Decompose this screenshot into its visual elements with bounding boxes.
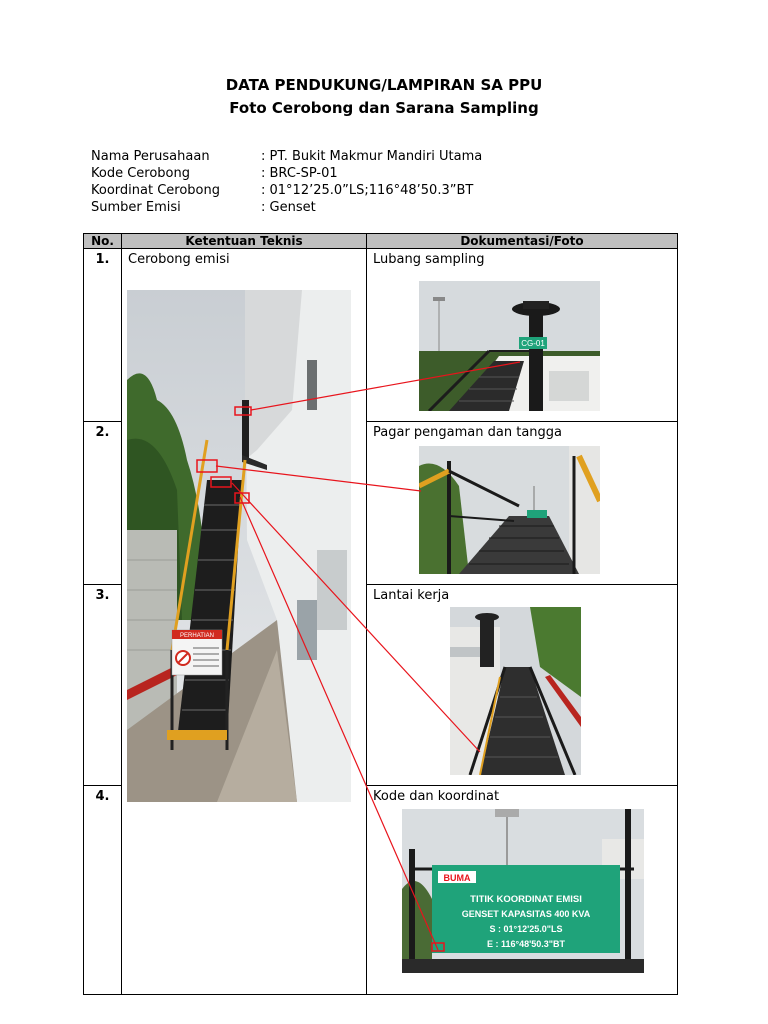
foto-label: Lantai kerja bbox=[373, 588, 450, 603]
chimney-code-tag: CG-01 bbox=[521, 339, 545, 348]
row-number: 1. bbox=[83, 248, 122, 422]
info-block: Nama Perusahaan : PT. Bukit Makmur Mandi… bbox=[91, 148, 482, 216]
warning-sign-title: PERHATIAN bbox=[180, 633, 214, 639]
coordinate-sign-photo: BUMA TITIK KOORDINAT EMISI GENSET KAPASI… bbox=[402, 809, 644, 973]
info-row-source: Sumber Emisi : Genset bbox=[91, 199, 482, 216]
info-value: : BRC-SP-01 bbox=[261, 166, 338, 181]
sign-line-2: GENSET KAPASITAS 400 KVA bbox=[462, 909, 591, 919]
foto-label: Lubang sampling bbox=[373, 252, 485, 267]
info-value: : PT. Bukit Makmur Mandiri Utama bbox=[261, 149, 483, 164]
sign-brand: BUMA bbox=[444, 873, 471, 883]
header-teknis: Ketentuan Teknis bbox=[121, 233, 367, 249]
info-value: : Genset bbox=[261, 200, 316, 215]
info-value: : 01°12’25.0”LS;116°48’50.3”BT bbox=[261, 183, 474, 198]
railing-photo bbox=[419, 446, 600, 574]
info-key: Sumber Emisi bbox=[91, 200, 181, 215]
document-title: DATA PENDUKUNG/LAMPIRAN SA PPU bbox=[225, 76, 543, 94]
teknis-label: Cerobong emisi bbox=[128, 252, 230, 267]
info-row-code: Kode Cerobong : BRC-SP-01 bbox=[91, 165, 482, 182]
row-number: 3. bbox=[83, 584, 122, 786]
info-key: Nama Perusahaan bbox=[91, 149, 210, 164]
info-key: Kode Cerobong bbox=[91, 166, 190, 181]
info-row-company: Nama Perusahaan : PT. Bukit Makmur Mandi… bbox=[91, 148, 482, 165]
document-subtitle: Foto Cerobong dan Sarana Sampling bbox=[229, 99, 539, 117]
stack-photo: PERHATIAN bbox=[127, 290, 351, 802]
sign-line-1: TITIK KOORDINAT EMISI bbox=[470, 894, 582, 905]
foto-label: Kode dan koordinat bbox=[373, 789, 500, 804]
sampling-port-photo: CG-01 bbox=[419, 281, 600, 411]
row-number: 4. bbox=[83, 785, 122, 995]
header-foto: Dokumentasi/Foto bbox=[366, 233, 678, 249]
work-floor-photo bbox=[450, 607, 581, 775]
row-number: 2. bbox=[83, 421, 122, 585]
foto-label: Pagar pengaman dan tangga bbox=[373, 425, 562, 440]
info-row-coordinates: Koordinat Cerobong : 01°12’25.0”LS;116°4… bbox=[91, 182, 482, 199]
info-key: Koordinat Cerobong bbox=[91, 183, 220, 198]
sign-line-3: S : 01°12'25.0"LS bbox=[489, 924, 562, 934]
header-no: No. bbox=[83, 233, 122, 249]
sign-line-4: E : 116°48'50.3"BT bbox=[487, 939, 566, 949]
